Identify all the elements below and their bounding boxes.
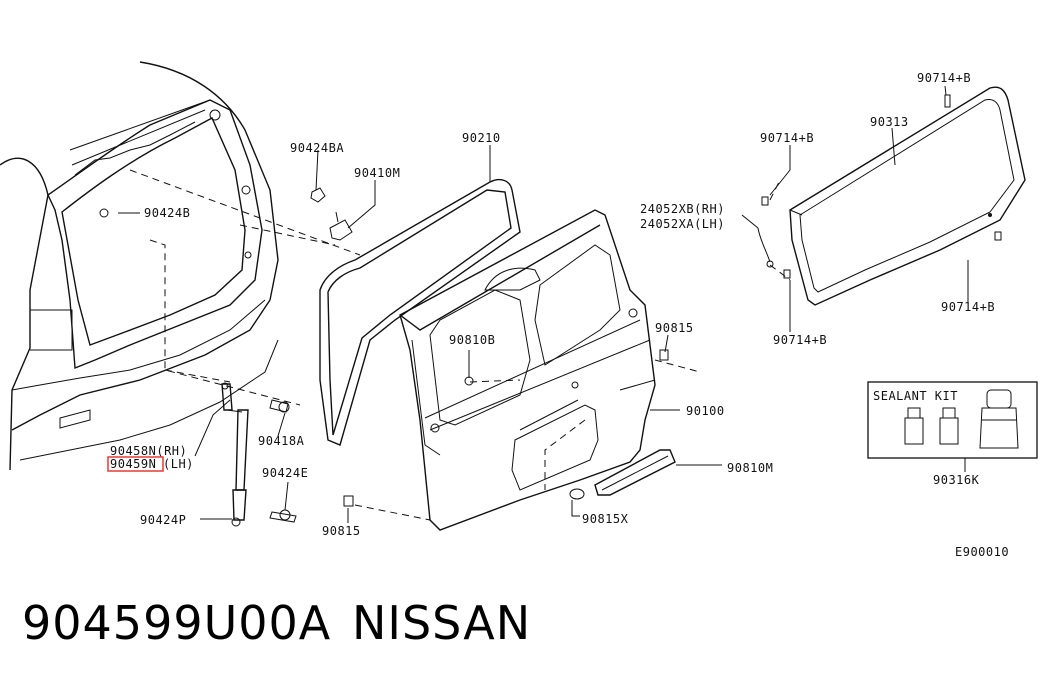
- label-90424E: 90424E: [262, 466, 308, 480]
- label-90714B-bottom: 90714+B: [773, 333, 827, 347]
- label-90313: 90313: [870, 115, 909, 129]
- weatherstrip-seal: [319, 178, 521, 446]
- label-sealant-kit: SEALANT KIT: [873, 389, 958, 403]
- finisher-strip: [594, 449, 676, 496]
- diagram-ref-code: E900010: [955, 545, 1009, 559]
- label-leaders: [118, 85, 969, 523]
- label-90459N: 90459N: [110, 457, 156, 471]
- label-90410M: 90410M: [354, 166, 400, 180]
- part-labels: 90424B 90424BA 90410M 90210 90714+B 9071…: [107, 71, 1009, 559]
- back-door-panel: [399, 209, 656, 531]
- hardware-parts: [99, 187, 669, 527]
- label-90418A: 90418A: [258, 434, 305, 448]
- label-90210: 90210: [462, 131, 501, 145]
- label-90815-upper: 90815: [655, 321, 694, 335]
- label-90714B-right: 90714+B: [941, 300, 995, 314]
- parts-diagram: 90424B 90424BA 90410M 90210 90714+B 9071…: [0, 61, 1038, 559]
- label-90810M: 90810M: [727, 461, 773, 475]
- vehicle-body-outline: [0, 61, 279, 471]
- back-window-glass: [757, 86, 1026, 306]
- label-90316K: 90316K: [933, 473, 980, 487]
- label-90810B: 90810B: [449, 333, 495, 347]
- assembly-dash-lines: [129, 169, 791, 521]
- label-90424B: 90424B: [144, 206, 190, 220]
- label-90714B-top: 90714+B: [917, 71, 971, 85]
- sealant-kit-box: [867, 381, 1038, 459]
- label-90424BA: 90424BA: [290, 141, 344, 155]
- label-90815-lower: 90815: [322, 524, 361, 538]
- label-90459N-side: (LH): [163, 457, 194, 471]
- label-90815X: 90815X: [582, 512, 629, 526]
- footer-brand: NISSAN: [352, 596, 532, 650]
- label-90100: 90100: [686, 404, 725, 418]
- label-90458N: 90458N(RH): [110, 444, 187, 458]
- label-90714B-left: 90714+B: [760, 131, 814, 145]
- label-90424P: 90424P: [140, 513, 186, 527]
- highlight-box: [107, 456, 164, 472]
- label-24052XB: 24052XB(RH): [640, 202, 725, 216]
- footer-part-number: 904599U00A: [22, 596, 332, 650]
- label-24052XA: 24052XA(LH): [640, 217, 725, 231]
